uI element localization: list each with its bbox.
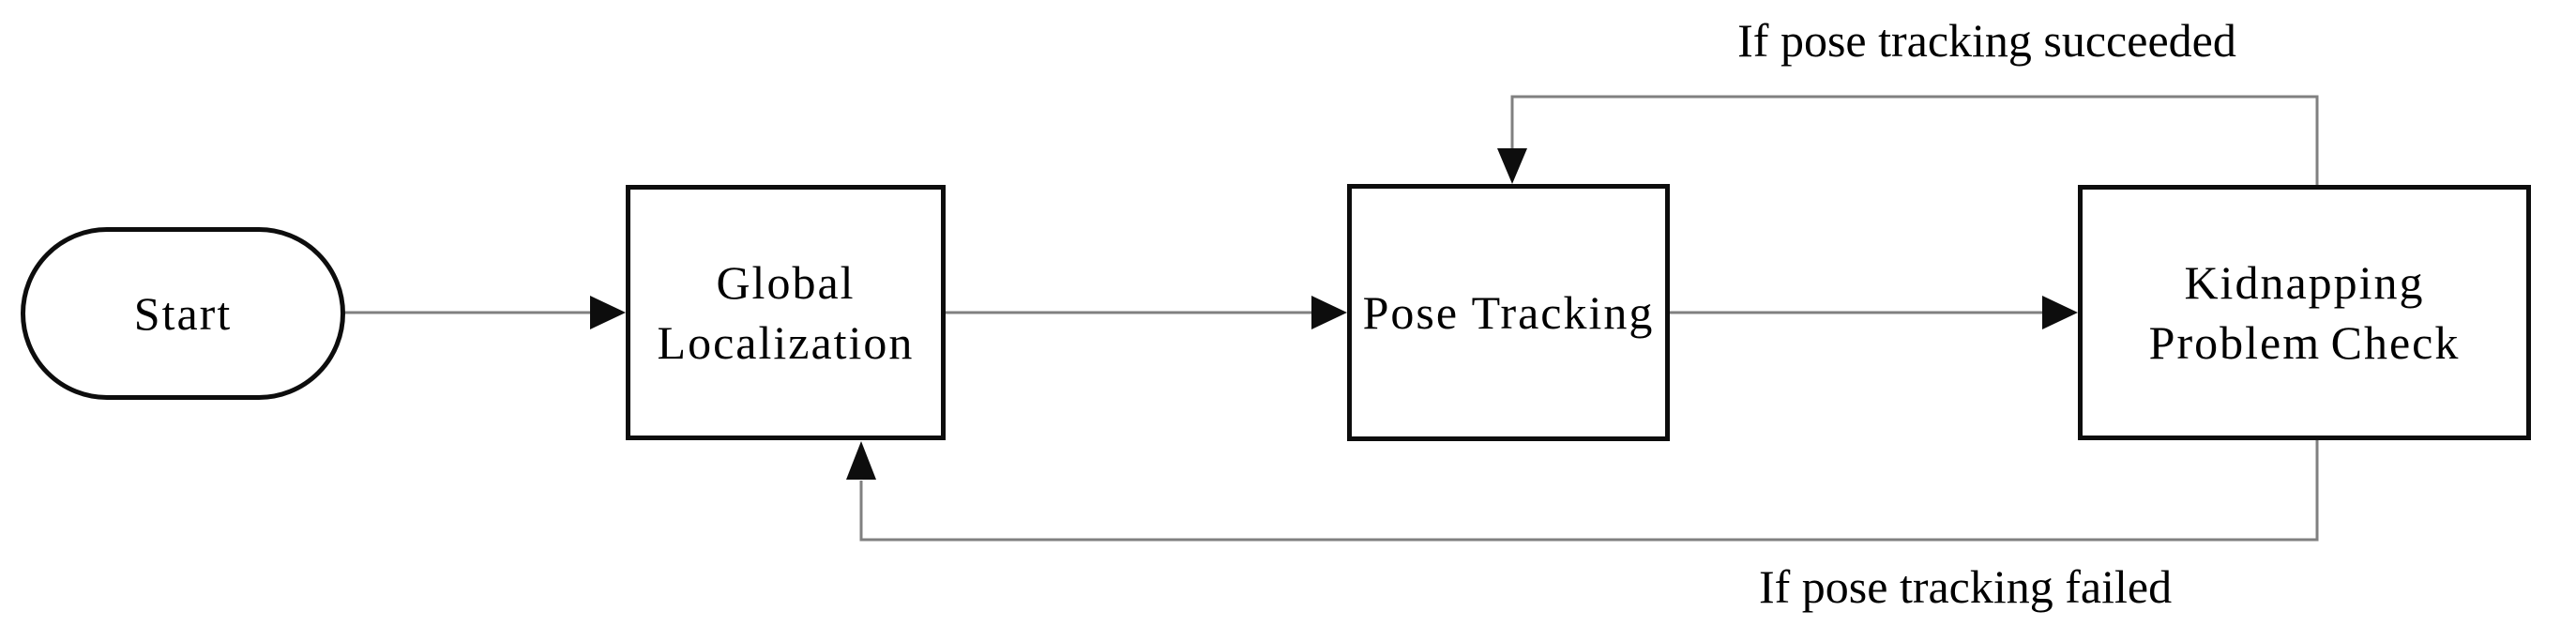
arrowhead-up-icon xyxy=(846,441,876,480)
edge-pose-tracking-to-kidnapping xyxy=(1670,296,2078,329)
node-pose-tracking: Pose Tracking xyxy=(1347,184,1670,441)
arrowhead-right-icon xyxy=(590,296,626,329)
edge-label-pose-tracking-succeeded: If pose tracking succeeded xyxy=(1737,14,2236,67)
edge-line-succeeded-loop xyxy=(1510,95,2319,185)
node-global-localization-label-line2: Localization xyxy=(657,316,915,369)
node-start: Start xyxy=(21,227,345,400)
arrowhead-right-icon xyxy=(2042,296,2078,329)
edge-kidnapping-to-global-localization-failed xyxy=(846,439,2319,542)
arrowhead-down-icon xyxy=(1497,148,1527,184)
node-global-localization-label-line1: Global xyxy=(716,256,856,309)
node-kidnapping-label-line1: Kidnapping xyxy=(2184,256,2425,309)
edge-kidnapping-to-pose-tracking-succeeded xyxy=(1497,95,2319,185)
node-kidnapping-problem-check: Kidnapping Problem Check xyxy=(2078,185,2531,440)
edge-label-pose-tracking-failed: If pose tracking failed xyxy=(1759,560,2173,613)
node-pose-tracking-label: Pose Tracking xyxy=(1362,286,1655,339)
node-kidnapping-label-line2: Problem Check xyxy=(2148,316,2461,369)
node-global-localization: Global Localization xyxy=(626,185,946,440)
edge-start-to-global-localization xyxy=(344,296,626,329)
node-start-label: Start xyxy=(133,287,233,340)
edge-line-failed-loop xyxy=(859,439,2319,542)
edge-global-localization-to-pose-tracking xyxy=(946,296,1347,329)
arrowhead-right-icon xyxy=(1311,296,1347,329)
